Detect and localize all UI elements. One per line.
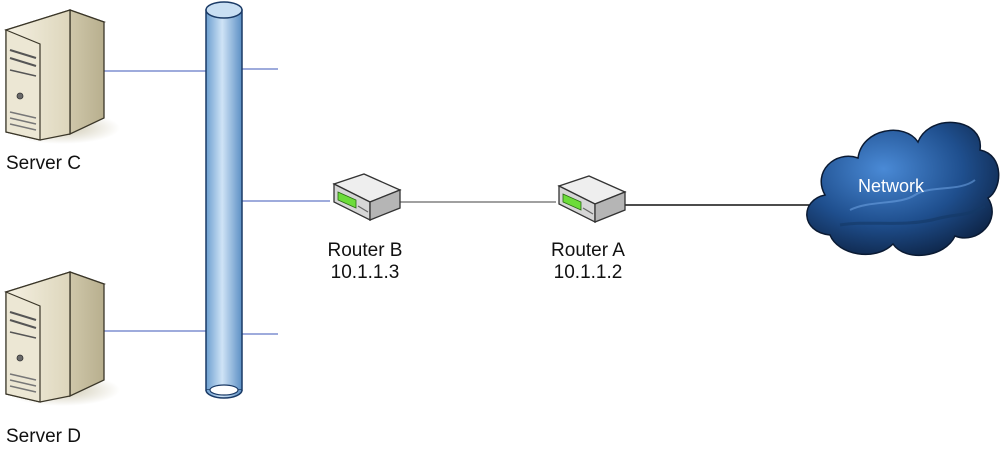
ethernet-bus: [205, 1, 243, 399]
router-b-ip: 10.1.1.3: [330, 262, 400, 283]
router-a-label: Router A 10.1.1.2: [523, 240, 653, 284]
router-a-name: Router A: [551, 240, 625, 261]
server-c-label: Server C: [6, 153, 81, 174]
network-cloud-icon: [806, 121, 1000, 257]
router-b-name: Router B: [327, 240, 403, 261]
router-a-icon: [557, 175, 627, 224]
network-label: Network: [858, 176, 925, 196]
server-c-icon: [4, 9, 120, 144]
router-a-ip: 10.1.1.2: [553, 262, 623, 283]
server-d-label: Server D: [6, 426, 81, 447]
router-b-label: Router B 10.1.1.3: [300, 240, 430, 284]
router-b-icon: [332, 173, 402, 222]
server-d-icon: [4, 271, 120, 406]
